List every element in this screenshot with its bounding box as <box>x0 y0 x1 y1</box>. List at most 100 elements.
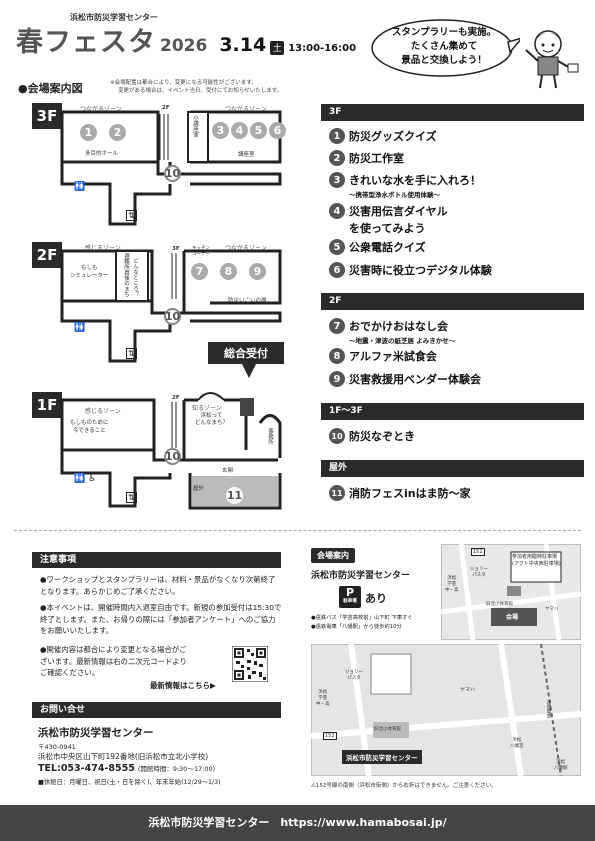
2f-restroom-icon: 🚻 <box>74 323 86 333</box>
program-sub-3: 〜携帯型浄水ボトル使用体験〜 <box>349 191 440 199</box>
organizer-line: 浜松市防災学習センター <box>70 13 158 22</box>
3f-num-center: 10 <box>164 165 181 182</box>
contact-closed: ■休館日：月曜日、祝日(土・日を除く)、年末年始(12/29〜1/3) <box>38 779 221 786</box>
map-num-8: 8 <box>220 263 237 280</box>
1f-zone-left: 感じるゾーン <box>85 408 121 415</box>
map-large-gym: 旧北小体育館 <box>374 727 401 732</box>
venue-heading: ●会場案内図 <box>18 82 83 95</box>
map-large-route: 152 <box>323 732 337 740</box>
map-large-school: 浜松 学芸 中・高 <box>316 690 330 707</box>
map-large-shrine: 浜松 八幡宮 <box>510 738 524 749</box>
2f-room-street-2: どんなところ？ <box>132 258 138 297</box>
contact-zip: 〒430-0941 <box>38 743 76 751</box>
program-item-8: 8 アルファ米試食会 <box>329 348 437 364</box>
program-head-outdoor: 屋外 <box>321 460 584 477</box>
1f-room-left: もしものために 今できること <box>70 420 109 434</box>
map-num-7: 7 <box>191 263 208 280</box>
2f-stairs-label: 3F <box>172 246 180 252</box>
bubble-text: スタンプラリーも実施。 たくさん集めて 景品と交換しよう！ <box>382 26 506 68</box>
notes-heading: 注意事項 <box>32 552 281 568</box>
footer-bar <box>0 805 595 841</box>
3f-restroom-icon: 🚻 <box>74 182 86 192</box>
map-small-yamaha: ヤマハ <box>545 607 559 612</box>
1f-outside-label: 屋外 <box>193 486 205 492</box>
program-text-8: アルファ米試食会 <box>349 350 437 363</box>
3f-zone-left: つながるゾーン <box>80 106 122 113</box>
contact-name: 浜松市防災学習センター <box>38 727 154 739</box>
2f-room-right: 防災いこいの場 <box>228 298 267 304</box>
reception-label: 総合受付 <box>208 342 284 364</box>
access-badge: 会場案内 <box>311 548 355 563</box>
map-small-pasta: ジョリー パスタ <box>470 567 488 578</box>
character-illustration <box>525 30 579 89</box>
event-weekday: 土 <box>270 40 285 55</box>
event-date: 3.14 <box>219 34 267 56</box>
3f-nums-right: 3 4 5 6 <box>212 122 286 139</box>
map-small-parking-label: 参加者用臨時駐車場 <box>512 554 558 560</box>
1f-room-office: 事務所 <box>267 428 273 445</box>
map-large-venue-label: 浜松市防災学習センター <box>342 750 422 764</box>
contact-address: 浜松市中央区山下町192番地(旧浜松市立北小学校) <box>38 752 209 761</box>
map-small-school: 浜松 学芸 中・高 <box>445 576 459 593</box>
2f-room-sim: もしも シミュレーター <box>70 265 109 279</box>
map-num-1: 1 <box>80 124 97 141</box>
map-small-venue: 会場 <box>506 614 519 621</box>
event-title: 春フェスタ 2026 3.14 土 13:00-16:00 <box>16 20 356 59</box>
program-num-6: 6 <box>329 262 345 278</box>
1f-num-outside: 11 <box>226 487 243 504</box>
map-num-5: 5 <box>250 122 267 139</box>
1f-entrance-label: 玄関 <box>222 468 234 474</box>
3f-elevator-icon: ⇅ <box>126 210 137 221</box>
2f-elevator-icon: ⇅ <box>126 348 137 359</box>
bus-line-2: ●遠鉄電車「八幡駅」から徒歩約10分 <box>311 624 402 630</box>
program-text-5: 公衆電話クイズ <box>349 241 426 254</box>
program-num-5: 5 <box>329 239 345 255</box>
venue-note-line-1: ※会場配置は都合により、変更になる可能性がございます。 <box>110 80 257 86</box>
parking-value: あり <box>365 592 387 605</box>
program-head-2f: 2F <box>321 293 584 310</box>
note-item-3: ●開催内容は都合により変更となる場合がございます。最新情報は右の二次元コードより… <box>40 645 187 677</box>
map-small-gym: 旧北小体育館 <box>486 602 513 607</box>
bubble-line-3: 景品と交換しよう！ <box>401 55 487 66</box>
map-num-3: 3 <box>212 122 229 139</box>
bubble-line-2: たくさん集めて <box>410 41 478 52</box>
map-large-pasta: ジョリー パスタ <box>345 670 363 681</box>
access-map-large <box>311 644 581 776</box>
section-divider <box>14 530 581 531</box>
map-small-route: 152 <box>471 548 485 556</box>
1f-elevator-icon: ⇅ <box>126 492 137 503</box>
speech-bubble <box>371 19 520 77</box>
access-map-small <box>441 544 581 640</box>
1f-num-center: 10 <box>164 448 181 465</box>
3f-nums-left: 1 2 <box>80 124 126 141</box>
map-large-station: 浜松 八幡駅 <box>554 760 568 771</box>
3f-room-right: 講座室 <box>238 152 255 158</box>
floor-3f-map <box>60 110 282 226</box>
footer-text[interactable]: 浜松市防災学習センター https://www.hamabosai.jp/ <box>148 816 447 829</box>
venue-note-line-2: 変更がある場合は、イベント当日、受付にてお知らせいたします。 <box>118 88 283 94</box>
map-large-railway: 遠鉄電車 <box>546 700 551 718</box>
contact-tel-row: TEL:053-474-8555 (開館時間：9:30〜17:00) <box>38 763 215 774</box>
qr-code-icon[interactable] <box>232 646 268 682</box>
2f-room-street: 避難所直後のまち <box>123 253 129 297</box>
reception-arrow <box>242 364 256 378</box>
program-num-8: 8 <box>329 348 345 364</box>
3f-room-mid: 小講座室 <box>192 115 198 137</box>
bus-info: ●遠鉄バス「学芸高校前」山下町 下車すぐ ●遠鉄電車「八幡駅」から徒歩約10分 <box>311 614 413 632</box>
3f-room-left: 多目的ホール <box>85 151 119 157</box>
program-text-2: 防災工作室 <box>349 152 404 165</box>
program-text-3: きれいな水を手に入れろ！ <box>349 174 481 187</box>
floor-label-2f: 2F <box>32 242 62 268</box>
qr-caption: 最新情報はこちら▶ <box>150 681 216 690</box>
program-sub-7: 〜地震・津波の紙芝居 よみきかせ〜 <box>349 337 456 345</box>
1f-restroom-icon: 🚻 ♿ <box>74 474 97 484</box>
map-large-yamaha: ヤマハ <box>460 687 476 693</box>
